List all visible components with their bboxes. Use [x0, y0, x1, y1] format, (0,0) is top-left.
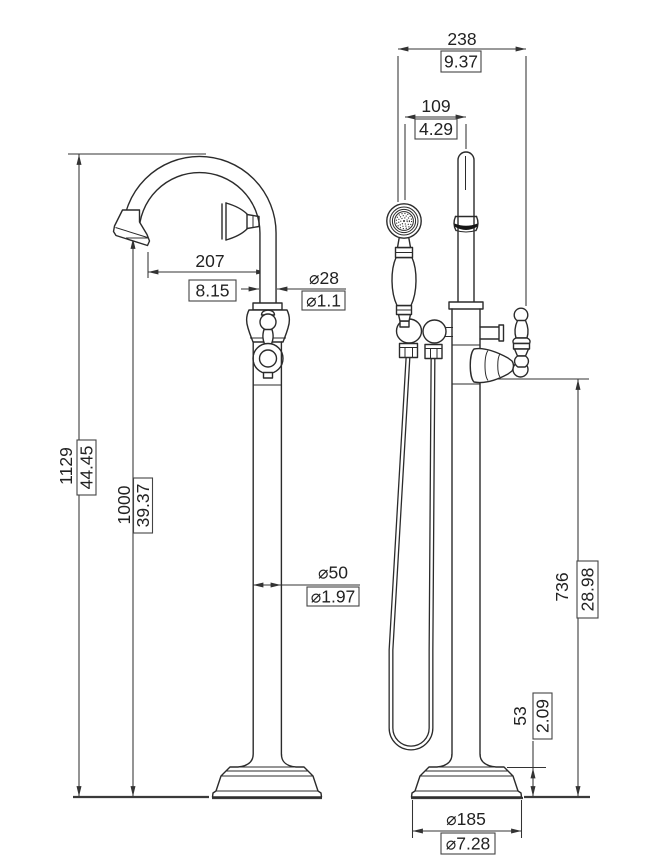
dim-spout-height-mm: 1000 [114, 485, 134, 524]
dim-base-height-inch: 2.09 [533, 699, 553, 733]
spray-face-dots [395, 212, 413, 230]
dim-column-dia-inch: ⌀1.97 [311, 587, 356, 607]
side-handle-endview [252, 309, 284, 379]
dim-base-height-inch-box [532, 692, 553, 740]
dimension-labels: 238 9.37 109 4.29 207 8.15 ⌀28 ⌀1.1 ⌀50 … [56, 29, 599, 855]
side-column [252, 341, 283, 757]
dim-spout-reach-inch-box [188, 279, 237, 302]
dim-spout-pipe-dia-inch-box [301, 290, 346, 311]
dim-base-dia-inch: ⌀7.28 [446, 834, 491, 854]
dim-overall-width-inch: 9.37 [444, 52, 478, 72]
dim-handle-height-inch: 28.98 [578, 568, 598, 612]
dim-total-height-inch-box [76, 439, 97, 496]
dim-spout-pipe-dia-inch: ⌀1.1 [306, 291, 341, 311]
front-valve-body [448, 301, 505, 757]
spout-collar [453, 215, 479, 233]
dimension-lines [68, 46, 590, 838]
spout-outlet [112, 209, 151, 247]
shower-head [386, 203, 422, 239]
dim-spout-reach-inch: 8.15 [195, 281, 229, 301]
dim-column-dia-mm: ⌀50 [318, 563, 348, 583]
dim-handshower-offset-inch-box [414, 118, 458, 140]
front-lever-handle [469, 307, 531, 384]
dim-base-height-mm: 53 [510, 706, 530, 725]
dim-base-dia-mm: ⌀185 [446, 809, 486, 829]
dim-spout-pipe-dia-mm: ⌀28 [309, 268, 339, 288]
faucet-front-view [386, 151, 531, 798]
hand-shower [386, 203, 422, 328]
dim-column-dia-inch-box [306, 586, 360, 607]
dim-total-height-inch: 44.45 [77, 446, 97, 490]
shower-hose [388, 356, 436, 751]
dim-handle-height-mm: 736 [552, 572, 572, 601]
dim-total-height-mm: 1129 [56, 447, 76, 485]
dim-handshower-offset-inch: 4.29 [419, 119, 453, 139]
spout-side-knob [221, 202, 260, 241]
gooseneck-spout [122, 155, 277, 312]
dim-handle-height-inch-box [576, 560, 599, 619]
front-base [410, 753, 523, 798]
dim-overall-width-mm: 238 [447, 29, 476, 49]
right-port [479, 324, 505, 342]
dim-handshower-offset-mm: 109 [421, 96, 450, 116]
dim-base-dia-inch-box [440, 832, 496, 855]
dim-spout-height-inch: 39.37 [133, 484, 153, 528]
hose-nut-left [398, 342, 419, 359]
side-base [211, 753, 323, 798]
hose-nut-right [424, 343, 443, 360]
dim-spout-reach-mm: 207 [195, 251, 224, 271]
front-spout-tube [453, 151, 479, 303]
faucet-side-view [112, 155, 323, 798]
dim-overall-width-inch-box [440, 50, 482, 73]
dim-spout-height-inch-box [132, 477, 154, 534]
